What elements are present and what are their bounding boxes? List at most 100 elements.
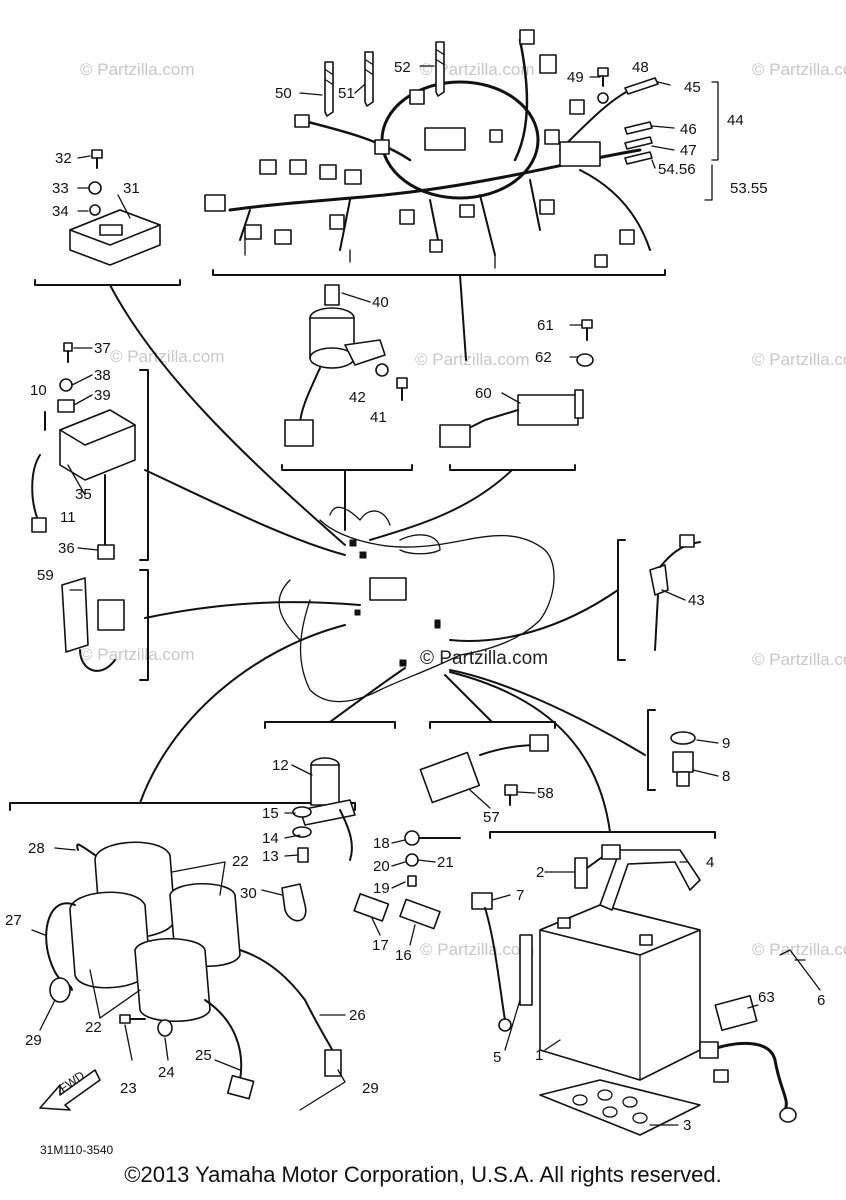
watermark: © Partzilla.com xyxy=(80,645,195,664)
callout-59: 59 xyxy=(37,567,54,584)
watermark: © Partzilla.com xyxy=(752,940,846,959)
part-23-bolt xyxy=(119,1014,146,1024)
wire-harness xyxy=(204,29,651,269)
part-1-battery xyxy=(539,904,701,1081)
callout-30: 30 xyxy=(240,885,257,902)
callout-11: 11 xyxy=(60,509,76,526)
watermark: © Partzilla.com xyxy=(420,60,535,79)
callout-47: 47 xyxy=(680,142,697,159)
callout-16: 16 xyxy=(395,947,412,964)
callout-32: 32 xyxy=(55,150,72,167)
callout-12: 12 xyxy=(272,757,289,774)
callout-62: 62 xyxy=(535,349,552,366)
part-18-20-21-fasteners xyxy=(404,830,461,887)
callout-5: 5 xyxy=(493,1049,501,1066)
part-7-lead xyxy=(471,892,533,1032)
callout-31: 31 xyxy=(123,180,140,197)
callout-24: 24 xyxy=(158,1064,175,1081)
callout-23: 23 xyxy=(120,1080,137,1097)
callout-43: 43 xyxy=(688,592,705,609)
callout-52: 52 xyxy=(394,59,411,76)
callout-9: 9 xyxy=(722,735,730,752)
callout-3: 3 xyxy=(683,1117,691,1134)
callout-27: 27 xyxy=(5,912,22,929)
watermark: © Partzilla.com xyxy=(415,350,530,369)
callout-25: 25 xyxy=(195,1047,212,1064)
leader-lines xyxy=(109,274,646,833)
callout-22-top: 22 xyxy=(232,853,249,870)
callout-1: 1 xyxy=(535,1047,543,1064)
bolt-50 xyxy=(324,61,334,117)
watermark: © Partzilla.com xyxy=(110,347,225,366)
callout-28: 28 xyxy=(28,840,45,857)
callout-13: 13 xyxy=(262,848,279,865)
callout-10: 10 xyxy=(30,382,47,399)
watermark-center: © Partzilla.com xyxy=(420,648,548,669)
watermark: © Partzilla.com xyxy=(752,650,846,669)
motorcycle-frame-outline xyxy=(278,506,555,703)
callout-39: 39 xyxy=(94,387,111,404)
callout-35: 35 xyxy=(75,486,92,503)
callout-53-55: 53.55 xyxy=(730,180,768,197)
callout-18: 18 xyxy=(373,835,390,852)
callout-58: 58 xyxy=(537,785,554,802)
watermark: © Partzilla.com xyxy=(80,60,195,79)
callout-8: 8 xyxy=(722,768,730,785)
callout-61: 61 xyxy=(537,317,554,334)
callout-29-right: 29 xyxy=(362,1080,379,1097)
terminals-44 xyxy=(624,77,659,165)
callout-6: 6 xyxy=(817,992,825,1009)
callout-17: 17 xyxy=(372,937,389,954)
callout-37: 37 xyxy=(94,340,111,357)
callout-54-56: 54.56 xyxy=(658,161,696,178)
part-4-strap xyxy=(599,849,701,911)
part-6-cable xyxy=(699,949,821,1123)
callout-50: 50 xyxy=(275,85,292,102)
part-30-clamp xyxy=(281,883,307,922)
callout-46: 46 xyxy=(680,121,697,138)
part-3-battery-pad xyxy=(539,1079,701,1136)
callout-4: 4 xyxy=(706,854,714,871)
callout-26: 26 xyxy=(349,1007,366,1024)
part-35-relay xyxy=(31,342,136,560)
callout-34: 34 xyxy=(52,203,69,220)
callout-45: 45 xyxy=(684,79,701,96)
callout-33: 33 xyxy=(52,180,69,197)
part-57-solenoid xyxy=(419,734,549,806)
callout-7: 7 xyxy=(516,887,524,904)
callout-15: 15 xyxy=(262,805,279,822)
diagram-code: 31M110-3540 xyxy=(40,1143,113,1157)
callout-36: 36 xyxy=(58,540,75,557)
callout-51: 51 xyxy=(338,85,355,102)
callout-40: 40 xyxy=(372,294,389,311)
part-43-switch xyxy=(649,534,701,651)
callout-14: 14 xyxy=(262,830,279,847)
bolt-51 xyxy=(364,51,374,107)
callout-38: 38 xyxy=(94,367,111,384)
part-24-washer xyxy=(157,1019,173,1037)
watermark: © Partzilla.com xyxy=(752,60,846,79)
part-16-switch xyxy=(399,898,441,930)
part-12-sensor xyxy=(292,757,356,863)
callout-labels: 50 51 52 49 48 45 44 46 47 54.56 53.55 3… xyxy=(5,59,825,1134)
callout-29-left: 29 xyxy=(25,1032,42,1049)
callout-leaders xyxy=(31,65,806,1126)
copyright-footer: ©2013 Yamaha Motor Corporation, U.S.A. A… xyxy=(124,1162,722,1187)
callout-63: 63 xyxy=(758,989,775,1006)
part-59-relay xyxy=(61,577,125,672)
callout-57: 57 xyxy=(483,809,500,826)
callout-44: 44 xyxy=(727,112,744,129)
part-8-sender xyxy=(672,751,694,787)
part-2-breather xyxy=(574,844,621,889)
part-40-main-switch xyxy=(284,284,408,447)
callout-20: 20 xyxy=(373,858,390,875)
callout-60: 60 xyxy=(475,385,492,402)
part-17-switch xyxy=(353,893,390,922)
callout-2: 2 xyxy=(536,864,544,881)
watermark: © Partzilla.com xyxy=(752,350,846,369)
callout-21: 21 xyxy=(437,854,454,871)
part-22-ignition-coils xyxy=(45,841,342,1100)
callout-42: 42 xyxy=(349,389,366,406)
bolt-52 xyxy=(435,41,445,97)
